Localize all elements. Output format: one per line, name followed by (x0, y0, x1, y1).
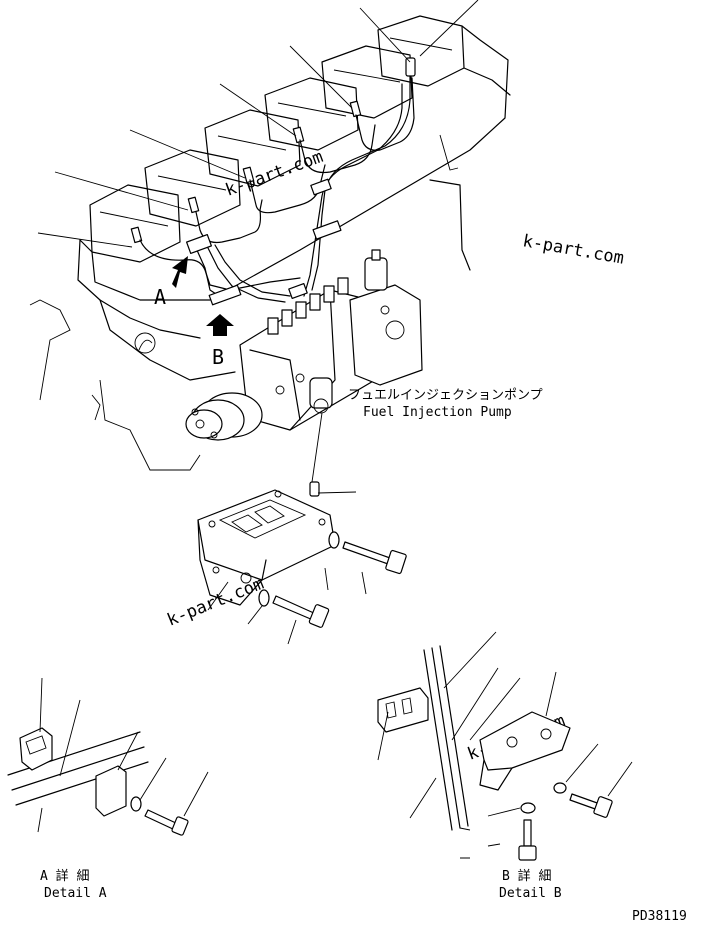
up-arrow-icon (172, 256, 188, 288)
fuel-injection-pump (185, 249, 423, 441)
watermark-right: k-part.com (521, 231, 625, 268)
detail-a-japanese: A 詳 細 (40, 868, 89, 884)
view-arrow-a (172, 256, 188, 288)
injection-lines (130, 57, 416, 306)
part-name-english: Fuel Injection Pump (363, 405, 512, 420)
view-marker-b: B (212, 345, 224, 369)
detail-b-drawing (377, 631, 633, 861)
watermark-lower: k-part.com (164, 574, 266, 631)
detail-b-english: Detail B (499, 886, 562, 901)
view-arrow-b (206, 314, 234, 336)
detail-a-english: Detail A (44, 886, 107, 901)
detail-a-drawing (7, 677, 209, 836)
leader-lines (37, 0, 479, 645)
engine-block (29, 15, 511, 471)
view-marker-a: A (154, 285, 166, 309)
drawing-number: PD38119 (632, 909, 687, 924)
up-arrow-icon (206, 314, 234, 336)
detail-b-japanese: B 詳 細 (502, 868, 551, 884)
pump-bracket (197, 412, 407, 628)
part-name-japanese: フュエルインジェクションポンプ (348, 388, 543, 403)
